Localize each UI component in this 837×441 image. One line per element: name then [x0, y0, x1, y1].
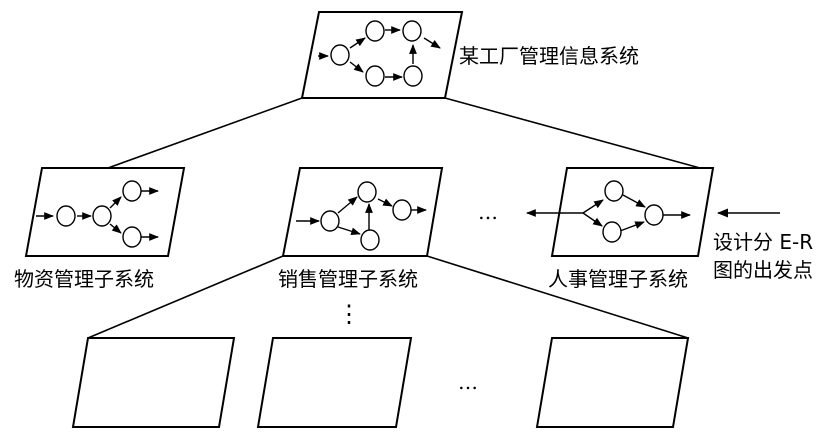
hierarchy-lines [87, 97, 701, 339]
top-system-box [300, 11, 464, 99]
bottom-box-3 [535, 337, 690, 428]
top-system-label: 某工厂管理信息系统 [459, 44, 639, 68]
subsystem-box-personnel [526, 167, 715, 257]
er-note-line2: 图的出发点 [713, 258, 813, 282]
ellipsis-subsystems: … [478, 200, 498, 224]
subsystem-box-sales [281, 167, 444, 257]
subsystem-label-personnel: 人事管理子系统 [548, 267, 688, 291]
subsystem-label-sales: 销售管理子系统 [278, 267, 418, 291]
er-note-line1: 设计分 E-R [713, 230, 814, 254]
ellipsis-bottom: … [458, 370, 478, 394]
subsystem-box-materials [24, 167, 186, 257]
bottom-box-1 [71, 337, 236, 428]
subsystem-label-materials: 物资管理子系统 [14, 267, 154, 291]
bottom-boxes [71, 337, 690, 428]
ellipsis-vertical: ⋮ [337, 300, 361, 328]
bottom-box-2 [256, 337, 413, 428]
